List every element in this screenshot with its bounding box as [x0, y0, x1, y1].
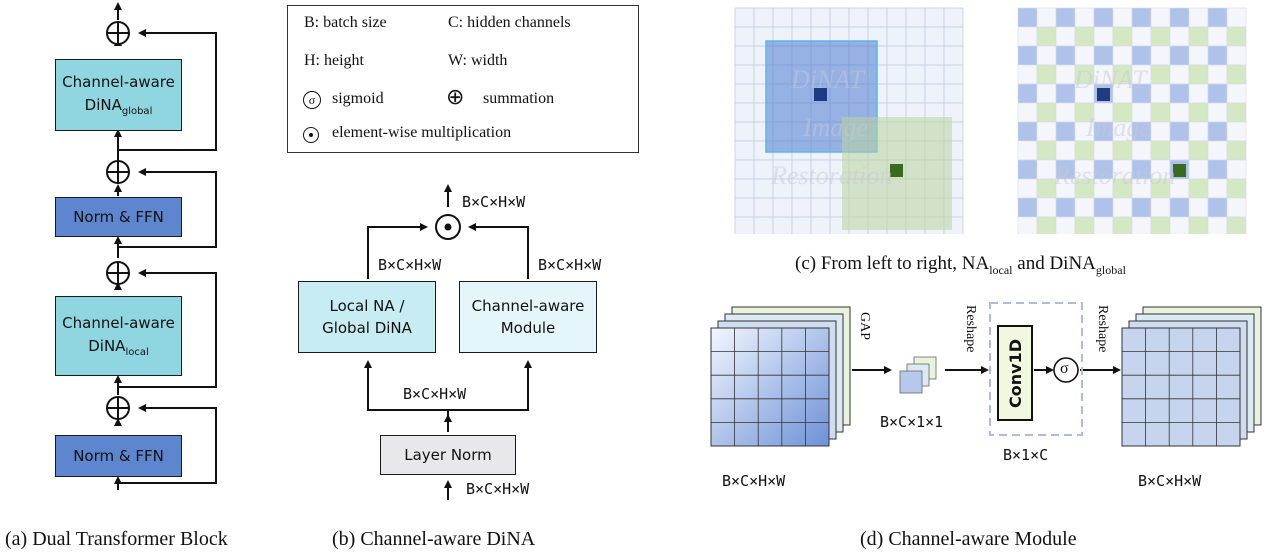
dim-label-left: B×C×H×W — [378, 256, 442, 274]
caption-b: (b) Channel-aware DiNA — [332, 528, 536, 550]
block-label: Norm & FFN — [73, 446, 164, 465]
block-label: Channel-aware — [62, 73, 175, 92]
box-label: Local NA / — [329, 296, 405, 315]
watermark: DiNAT — [1073, 65, 1148, 94]
sigmoid-icon: σ — [303, 91, 321, 109]
box-label: Layer Norm — [404, 445, 492, 464]
legend-w: W: width — [448, 52, 508, 69]
local-na-box: Local NA / Global DiNA — [298, 281, 436, 353]
pooled-vector-stack — [899, 356, 937, 394]
watermark: Image — [1085, 113, 1151, 142]
legend-h: H: height — [304, 52, 364, 69]
dim-label-right: B×C×H×W — [538, 256, 602, 274]
multiplication-icon — [303, 127, 319, 143]
input-feature-stack — [710, 306, 851, 447]
block-label: DiNA — [88, 336, 126, 355]
dim-label-d-out: B×C×H×W — [1138, 472, 1202, 490]
legend-c: C: hidden channels — [448, 14, 571, 31]
watermark: Restoration — [1053, 161, 1175, 190]
dina-local-block: Channel-aware DiNAlocal — [55, 296, 182, 376]
channel-module-box: Channel-aware Module — [459, 281, 597, 353]
sigma-label: σ — [1060, 360, 1069, 377]
legend-sigmoid: sigmoid — [332, 90, 384, 107]
dim-label-in: B×C×H×W — [466, 480, 530, 498]
reshape-label-2: Reshape — [1095, 305, 1110, 353]
summation-icon: ⊕ — [446, 85, 465, 110]
legend-sum: summation — [483, 90, 555, 107]
dim-label-pool: B×C×1×1 — [880, 413, 944, 431]
box-label: Global DiNA — [322, 319, 412, 337]
watermark: DiNAT — [790, 65, 865, 94]
dina-global-block: Channel-aware DiNAglobal — [55, 59, 182, 131]
norm-ffn-block-top: Norm & FFN — [55, 197, 182, 237]
na-local-grid: DiNAT Image Restoration — [734, 7, 964, 234]
watermark: Image — [802, 113, 868, 142]
caption-c: (c) From left to right, NAlocal and DiNA… — [795, 253, 1126, 277]
block-subscript: local — [125, 346, 149, 358]
legend-b: B: batch size — [304, 14, 387, 31]
norm-ffn-block-bottom: Norm & FFN — [55, 435, 182, 477]
watermark: Restoration — [770, 161, 892, 190]
block-subscript: global — [121, 105, 153, 117]
dim-label-mid: B×C×H×W — [403, 385, 467, 403]
output-feature-stack — [1121, 306, 1262, 447]
dim-label-top: B×C×H×W — [462, 193, 526, 211]
caption-d: (d) Channel-aware Module — [860, 528, 1077, 550]
caption-a: (a) Dual Transformer Block — [5, 528, 228, 550]
gap-label: GAP — [857, 312, 872, 341]
dina-global-grid: DiNAT Image Restoration — [1017, 7, 1247, 234]
block-label: Norm & FFN — [73, 207, 164, 226]
reshape-label-1: Reshape — [963, 305, 978, 353]
dim-label-conv: B×1×C — [1003, 446, 1049, 464]
layer-norm-box: Layer Norm — [380, 435, 516, 475]
conv1d-label: Conv1D — [1005, 338, 1025, 408]
block-label: DiNA — [84, 95, 122, 114]
conv1d-box: Conv1D — [997, 325, 1033, 421]
legend-mult: element-wise multiplication — [332, 124, 512, 141]
dim-label-d-in: B×C×H×W — [722, 472, 786, 490]
block-label: Channel-aware — [62, 314, 175, 333]
box-label: Channel-aware — [471, 296, 585, 315]
box-label: Module — [500, 319, 556, 337]
legend-box — [287, 5, 639, 153]
